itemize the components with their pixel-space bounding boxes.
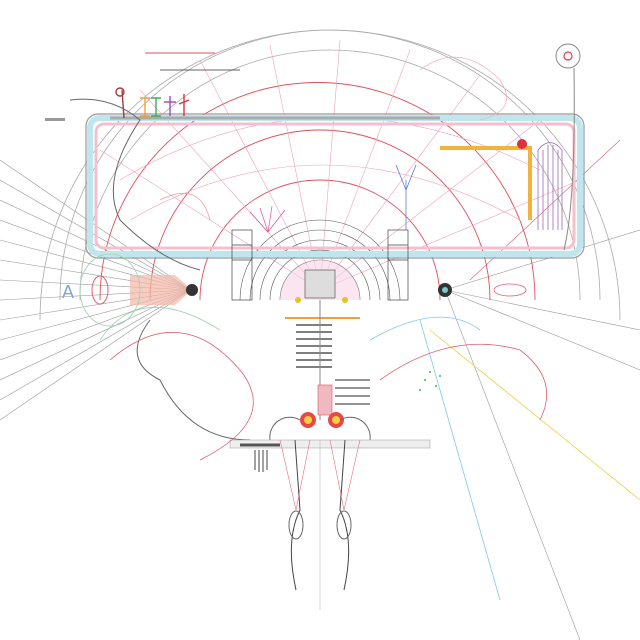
red-radial-grid [99,82,536,301]
letter-a-label: A [62,282,75,302]
head-profile [69,98,251,441]
orange-path [440,146,532,220]
left-eye-cone [79,253,198,327]
legs [288,439,352,591]
side-towers [231,229,409,301]
ribcage [296,324,332,368]
right-eye-cone [438,283,527,297]
face-box [304,269,336,299]
hand [240,443,280,472]
blue-tree [395,164,417,230]
leg-red-lines [279,439,361,511]
red-node [517,139,527,149]
top-right-eye [555,43,581,251]
intestine-lines [335,379,370,405]
green-scatter [419,371,441,391]
horizontal-band-box [85,113,585,259]
pelvis [229,412,431,449]
neuron-glyphs [115,87,190,119]
flowing-curves [99,56,547,461]
purple-column [537,142,563,230]
right-ray-fan [444,229,640,640]
pink-starburst [249,205,286,233]
